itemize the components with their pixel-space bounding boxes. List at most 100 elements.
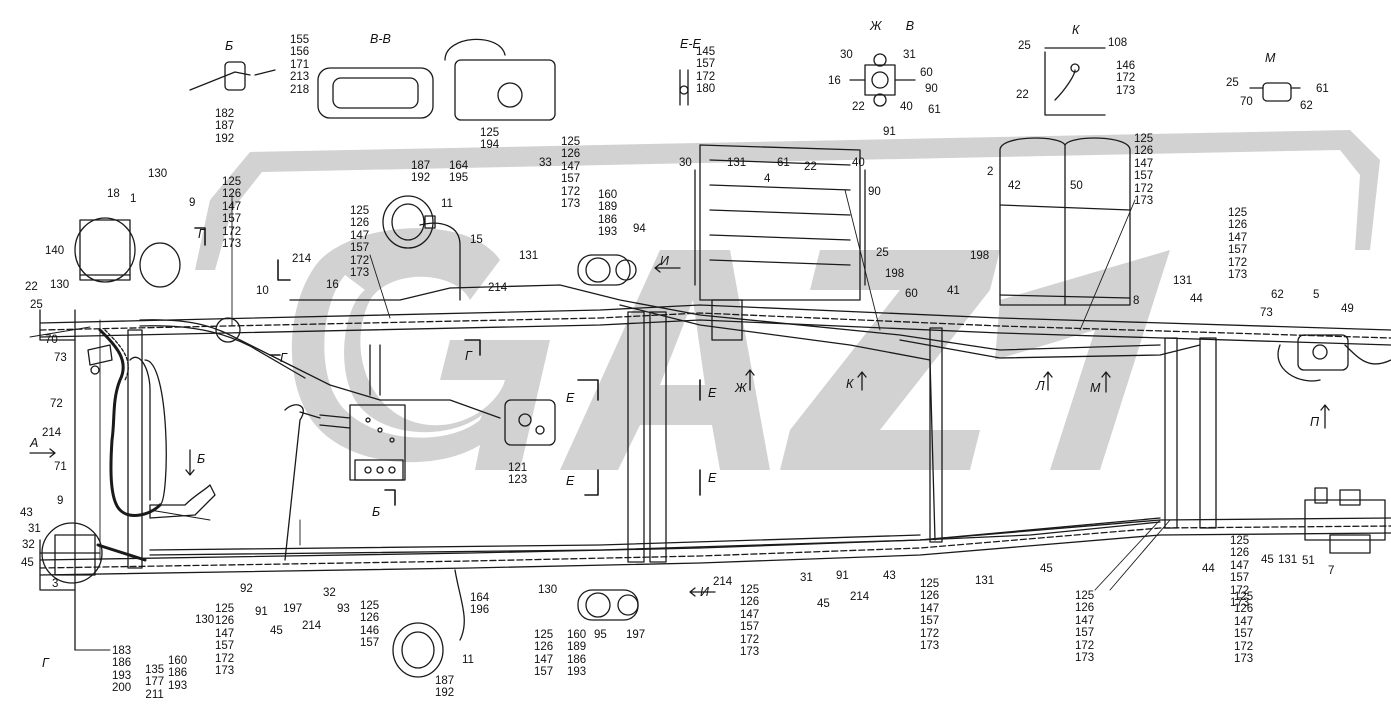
callout-label: 90 [925, 83, 938, 95]
callout-label: 125 126 147 157 172 173 [1230, 535, 1250, 610]
rear-valve-5 [1277, 334, 1391, 382]
callout-label: 61 [928, 104, 941, 116]
callout-label: 90 [868, 186, 881, 198]
callout-label: 197 [283, 603, 303, 615]
callout-label: 4 [764, 173, 771, 185]
callout-label: 72 [50, 398, 63, 410]
callout-label: 121 123 [508, 462, 528, 487]
section-label-g-mid2: Г [465, 349, 472, 363]
detail-vv-view [317, 38, 556, 121]
pipelines [129, 222, 1201, 641]
callout-label: 1 [130, 193, 137, 205]
callout-label: 30 [840, 49, 853, 61]
callout-label: 22 [1016, 89, 1029, 101]
spring-brake-chamber-bottom [577, 589, 639, 621]
brake-chamber-top [382, 195, 436, 249]
section-label-b-arrow: Б [197, 452, 206, 466]
callout-label: 125 126 147 157 172 173 [740, 584, 760, 659]
callout-label: 155 156 171 213 218 [290, 34, 310, 96]
callout-label: 50 [1070, 180, 1083, 192]
callout-label: 15 [470, 234, 483, 246]
callout-label: 131 [727, 157, 747, 169]
callout-label: 40 [852, 157, 865, 169]
section-label-e4: Е [708, 471, 717, 485]
callout-label: 130 [148, 168, 168, 180]
watermark-letter-z2 [995, 250, 1170, 470]
valve-121 [504, 399, 556, 446]
callout-label: 18 [107, 188, 120, 200]
callout-label: 9 [57, 495, 64, 507]
callout-label: 41 [947, 285, 960, 297]
front-left-valve [87, 344, 113, 375]
callout-label: 164 196 [470, 592, 490, 617]
callout-label: 3 [52, 578, 59, 590]
callout-label: 32 [323, 587, 336, 599]
callout-label: 93 [337, 603, 350, 615]
callout-label: 125 126 147 157 172 173 [350, 205, 370, 280]
callout-label: 31 [903, 49, 916, 61]
callout-label: 22 [25, 281, 38, 293]
callout-label: 160 186 193 [168, 655, 188, 692]
section-label-g-mid: Г [280, 351, 287, 365]
callout-label: 60 [920, 67, 933, 79]
callout-label: 44 [1202, 563, 1215, 575]
callout-label: 10 [256, 285, 269, 297]
callout-label: 125 126 147 157 172 173 [1134, 133, 1154, 208]
callout-label: 91 [836, 570, 849, 582]
valve-block-b [319, 344, 406, 481]
section-label-i-top: И [660, 254, 669, 268]
spring-brake-chamber-top [577, 254, 637, 286]
callout-label: 131 [1173, 275, 1193, 287]
callout-label: 31 [28, 523, 41, 535]
callout-label: 42 [1008, 180, 1021, 192]
callout-label: 131 [519, 250, 539, 262]
callout-label: 25 [1226, 77, 1239, 89]
callout-label: 164 195 [449, 160, 469, 185]
watermark-letter-g [291, 228, 550, 470]
brake-chamber-bottom [392, 622, 444, 678]
callout-label: 73 [54, 352, 67, 364]
callout-label: 49 [1341, 303, 1354, 315]
section-label-i-bottom: И [700, 585, 709, 599]
callout-label: 32 [22, 539, 35, 551]
callout-label: 182 187 192 [215, 108, 235, 145]
callout-label: 125 126 146 157 [360, 600, 380, 650]
watermark-outer-band [195, 130, 1380, 270]
callout-label: 183 186 193 200 [112, 645, 132, 695]
callout-label: 45 [817, 598, 830, 610]
callout-label: 160 189 186 193 [598, 189, 618, 239]
callout-label: 125 126 147 157 172 173 [1075, 590, 1095, 665]
callout-label: 131 [975, 575, 995, 587]
callout-label: 44 [1190, 293, 1203, 305]
callout-label: 125 126 147 157 172 173 [561, 136, 581, 211]
detail-ee-view [679, 69, 689, 106]
callout-label: 71 [54, 461, 67, 473]
callout-label: 125 126 147 157 172 173 [222, 176, 242, 251]
callout-label: 91 [255, 606, 268, 618]
callout-label: 197 [626, 629, 646, 641]
section-label-e1: Е [566, 391, 575, 405]
callout-label: 61 [1316, 83, 1329, 95]
callout-label: 131 [1278, 554, 1298, 566]
section-label-ee-title: Е-Е [680, 37, 701, 51]
callout-label: 198 [970, 250, 990, 262]
callout-label: 11 [462, 654, 474, 666]
callout-label: 62 [1300, 100, 1313, 112]
callout-label: 9 [189, 197, 196, 209]
callout-label: 22 [852, 101, 865, 113]
callout-label: 125 126 147 157 [534, 629, 554, 679]
callout-label: 5 [1313, 289, 1320, 301]
detail-b-view [189, 61, 276, 91]
hose-coil-front [98, 328, 162, 517]
callout-label: 187 192 [411, 160, 431, 185]
front-coupling-head [39, 522, 147, 584]
callout-label: 198 [885, 268, 905, 280]
detail-zh-view [849, 53, 916, 107]
callout-label: 146 172 173 [1116, 60, 1136, 97]
callout-label: 214 [292, 253, 312, 265]
callout-label: 2 [987, 166, 994, 178]
air-tank-right [999, 137, 1131, 306]
callout-label: 187 192 [435, 675, 455, 700]
section-label-p: П [1310, 415, 1320, 429]
